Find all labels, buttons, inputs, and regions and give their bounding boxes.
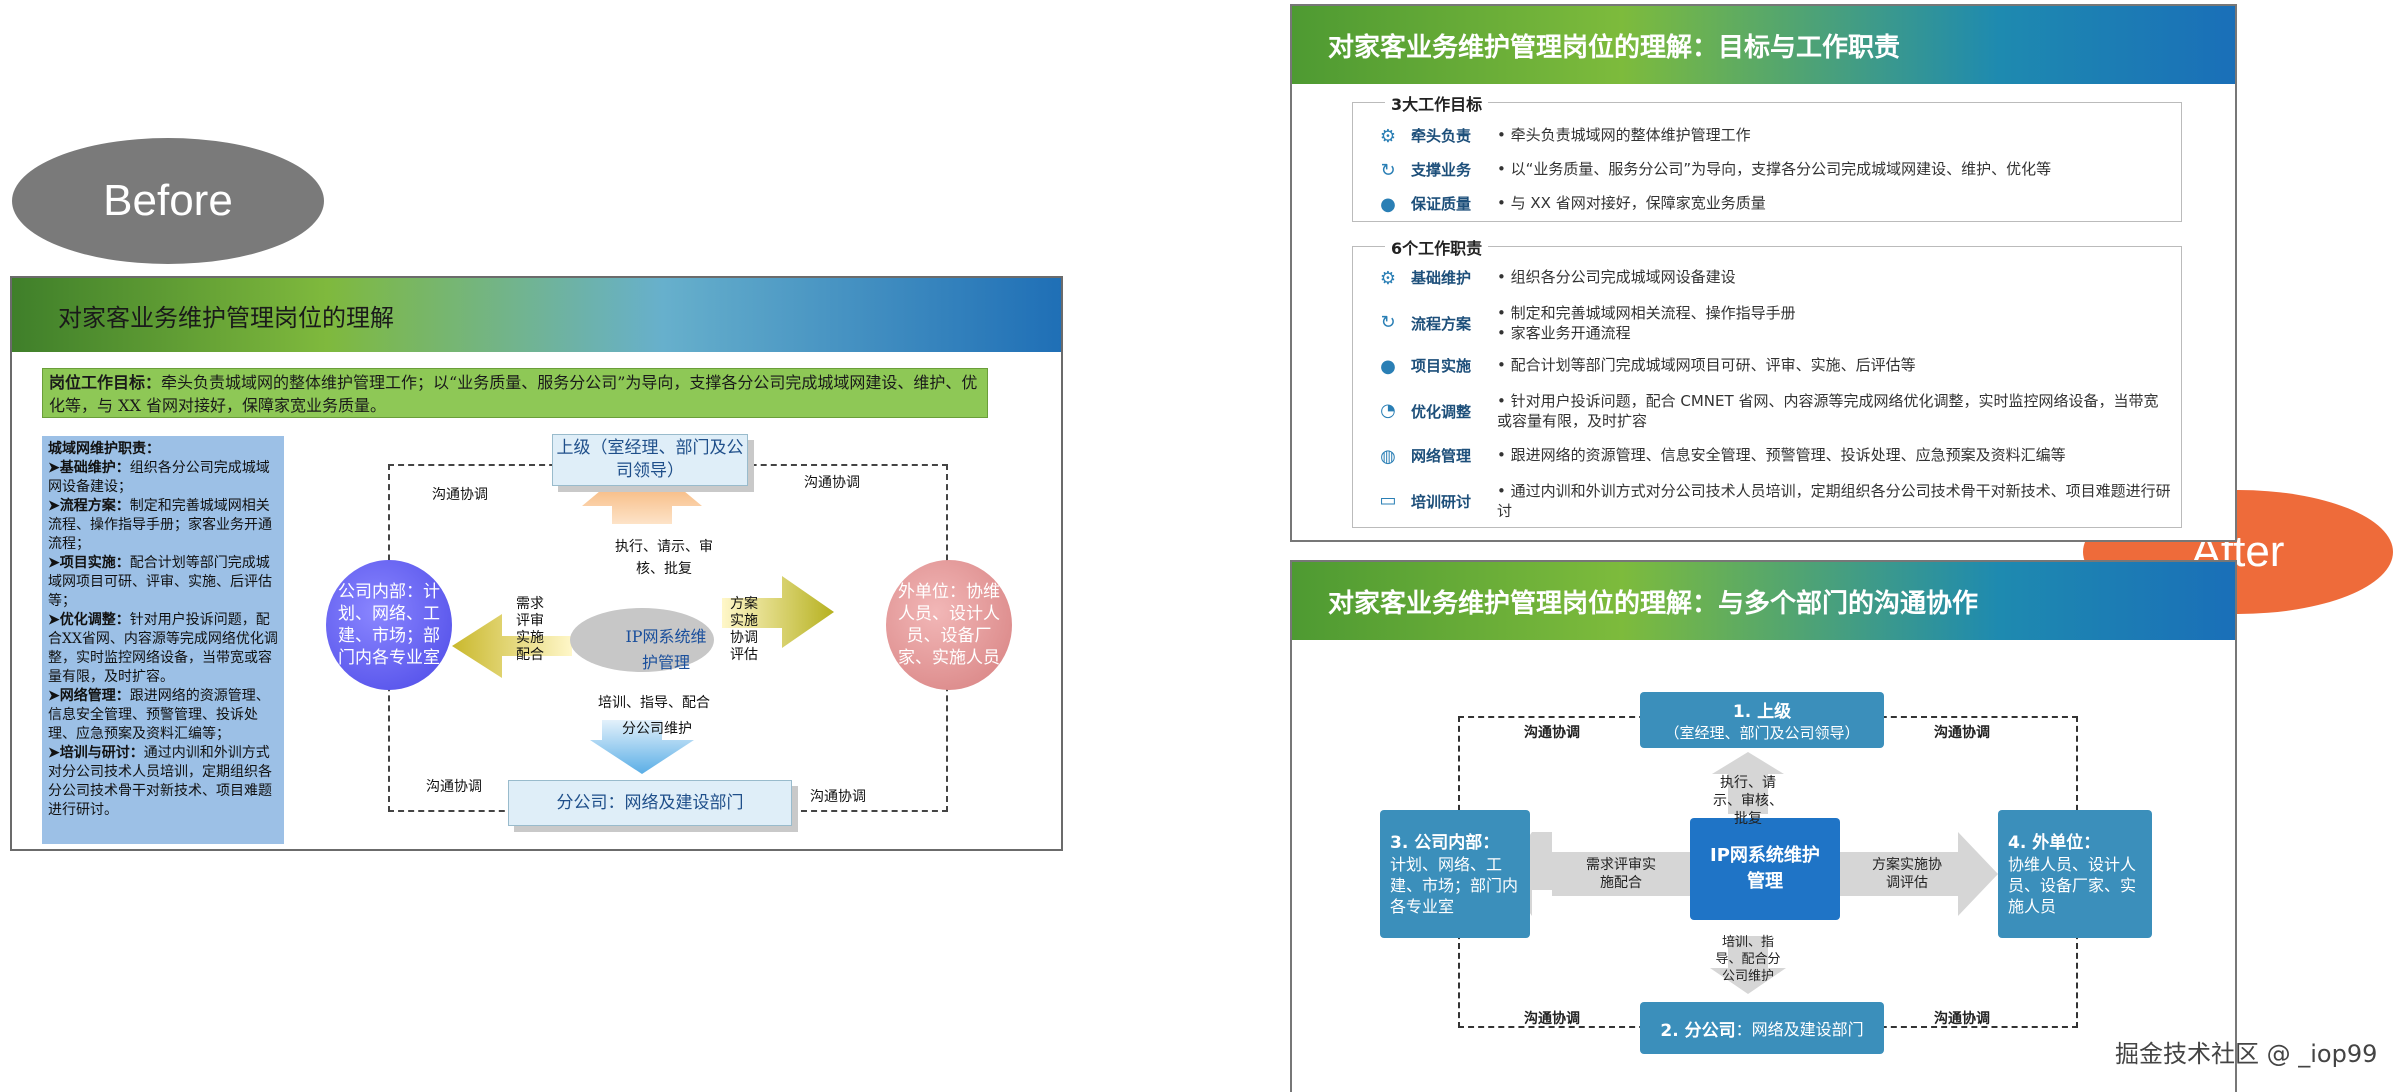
after-coord-br: 沟通协调 <box>1934 1011 1990 1027</box>
before-coord-bl: 沟通协调 <box>426 779 482 795</box>
goals-title: 3大工作目标 <box>1385 91 1489 115</box>
before-duty-item: ➤项目实施：配合计划等部门完成城域网项目可研、评审、实施、后评估等； <box>48 555 272 609</box>
after-top-slide: 对家客业务维护管理岗位的理解：目标与工作职责 3大工作目标 ⚙牵头负责 牵头负责… <box>1290 4 2237 542</box>
after-coord-bl: 沟通协调 <box>1524 1011 1580 1027</box>
before-bottom-box: 分公司：网络及建设部门 <box>508 780 792 826</box>
goal-row: ↻支撑业务 以“业务质量、服务分公司”为导向，支撑各分公司完成城域网建设、维护、… <box>1353 159 2173 181</box>
globe-icon: ◍ <box>1380 445 1396 467</box>
duty-row: ↻流程方案 制定和完善城域网相关流程、操作指导手册家客业务开通流程 <box>1353 303 2173 343</box>
after-bottom-slide: 对家客业务维护管理岗位的理解：与多个部门的沟通协作 1. 上级 （室经理、部门及… <box>1290 560 2237 1092</box>
duty-row: ◍网络管理 跟进网络的资源管理、信息安全管理、预警管理、投诉处理、应急预案及资料… <box>1353 445 2173 467</box>
after-up-arrow <box>1712 752 1784 814</box>
after-coord-tr: 沟通协调 <box>1934 725 1990 741</box>
after-right-label: 方案实施协调评估 <box>1872 857 1942 891</box>
after-bottom-title: 对家客业务维护管理岗位的理解：与多个部门的沟通协作 <box>1292 562 2235 640</box>
after-right-box-title: 4. 外单位： <box>2008 832 2101 853</box>
after-left-box: 3. 公司内部： 计划、网络、工建、市场；部门内各专业室 <box>1380 810 1530 938</box>
before-up-label: 执行、请示、审核、批复 <box>615 539 713 577</box>
before-down-arrow <box>590 720 694 774</box>
after-right-box-text: 协维人员、设计人员、设备厂家、实施人员 <box>2008 854 2137 916</box>
before-duty-item: ➤网络管理：跟进网络的资源管理、信息安全管理、预警管理、投诉处理、应急预案及资料… <box>48 688 270 742</box>
gear-icon: ⚙ <box>1379 125 1397 147</box>
before-top-box: 上级（室经理、部门及公司领导） <box>552 434 748 486</box>
goals-section: 3大工作目标 ⚙牵头负责 牵头负责城域网的整体维护管理工作 ↻支撑业务 以“业务… <box>1352 91 2182 222</box>
before-right-label: 方案实施协调评估 <box>730 596 758 663</box>
after-bottom-box: 2. 分公司：网络及建设部门 <box>1640 1002 1884 1054</box>
before-left-label: 需求评审实施配合 <box>516 596 544 663</box>
person-icon: ● <box>1380 193 1396 215</box>
before-slide-title: 对家客业务维护管理岗位的理解 <box>12 278 1061 352</box>
after-top-box-sub: （室经理、部门及公司领导） <box>1664 724 1860 742</box>
before-goal-box: 岗位工作目标：牵头负责城域网的整体维护管理工作；以“业务质量、服务分公司”为导向… <box>42 368 988 418</box>
before-goal-text: 牵头负责城域网的整体维护管理工作；以“业务质量、服务分公司”为导向，支撑各分公司… <box>49 373 978 415</box>
after-center-box: IP网系统维护管理 <box>1690 818 1840 920</box>
after-left-arrow-body <box>1552 852 1690 896</box>
before-right-arrow <box>722 576 834 648</box>
after-left-box-text: 计划、网络、工建、市场；部门内各专业室 <box>1390 854 1519 916</box>
goal-row: ⚙牵头负责 牵头负责城域网的整体维护管理工作 <box>1353 125 2173 147</box>
watermark: 掘金技术社区 @ _iop99 <box>2115 1040 2378 1068</box>
after-up-label: 执行、请示、审核、批复 <box>1713 775 1783 827</box>
before-right-circle: 外单位：协维人员、设计人员、设备厂家、实施人员 <box>886 560 1012 690</box>
before-left-arrow <box>452 614 572 678</box>
before-coord-br: 沟通协调 <box>810 789 866 805</box>
duty-row: ◔优化调整 针对用户投诉问题，配合 CMNET 省网、内容源等完成网络优化调整，… <box>1353 391 2173 431</box>
after-left-label: 需求评审实施配合 <box>1586 857 1656 891</box>
after-bottom-box-bold: 2. 分公司 <box>1660 1020 1736 1041</box>
monitor-icon: ▭ <box>1379 489 1397 511</box>
after-top-title: 对家客业务维护管理岗位的理解：目标与工作职责 <box>1292 6 2235 84</box>
before-down-label: 培训、指导、配合 <box>598 695 710 711</box>
after-top-box-title: 1. 上级 <box>1732 702 1792 722</box>
before-coord-tr: 沟通协调 <box>804 475 860 491</box>
before-duty-item: ➤优化调整：针对用户投诉问题，配合XX省网、内容源等完成网络优化调整，实时监控网… <box>48 612 278 685</box>
person-icon: ● <box>1380 355 1396 377</box>
goal-row: ●保证质量 与 XX 省网对接好，保障家宽业务质量 <box>1353 193 2173 215</box>
refresh-icon: ↻ <box>1380 159 1396 181</box>
before-arrows <box>452 456 834 774</box>
duty-row: ▭培训研讨 通过内训和外训方式对分公司技术人员培训，定期组织各分公司技术骨干对新… <box>1353 481 2173 521</box>
after-bottom-box-rest: ：网络及建设部门 <box>1735 1020 1864 1039</box>
after-arrows <box>1502 752 1998 994</box>
duties-title: 6个工作职责 <box>1385 235 1489 259</box>
duties-section: 6个工作职责 ⚙基础维护 组织各分公司完成城域网设备建设 ↻流程方案 制定和完善… <box>1352 235 2182 528</box>
before-goal-label: 岗位工作目标： <box>49 373 162 392</box>
before-coord-tl: 沟通协调 <box>432 487 488 503</box>
before-down-label2: 分公司维护 <box>622 721 692 737</box>
duty-row: ⚙基础维护 组织各分公司完成城域网设备建设 <box>1353 267 2173 289</box>
after-down-arrow <box>1710 936 1786 994</box>
before-duty-item: ➤基础维护：组织各分公司完成城域网设备建设； <box>48 460 270 495</box>
duty-row: ●项目实施 配合计划等部门完成城域网项目可研、评审、实施、后评估等 <box>1353 355 2173 377</box>
before-duty-item: ➤流程方案：制定和完善城域网相关流程、操作指导手册；家客业务开通流程； <box>48 498 272 552</box>
after-coord-tl: 沟通协调 <box>1524 725 1580 741</box>
after-left-box-title: 3. 公司内部： <box>1390 832 1500 853</box>
before-up-arrow <box>582 456 702 524</box>
after-down-label: 培训、指导、配合分公司维护 <box>1715 935 1781 984</box>
after-top-box: 1. 上级 （室经理、部门及公司领导） <box>1640 692 1884 748</box>
after-right-box: 4. 外单位： 协维人员、设计人员、设备厂家、实施人员 <box>1998 810 2152 938</box>
gear-icon: ⚙ <box>1379 267 1397 289</box>
before-duty-item: ➤培训与研讨：通过内训和外训方式对分公司技术人员培训，定期组织各分公司技术骨干对… <box>48 745 272 818</box>
after-right-arrow <box>1840 832 1998 916</box>
before-label: Before <box>12 138 324 264</box>
refresh-icon: ↻ <box>1380 311 1396 333</box>
before-duties-title: 城域网维护职责： <box>48 441 160 457</box>
before-left-circle: 公司内部：计划、网络、工建、市场；部门内各专业室 <box>326 560 452 690</box>
before-center-ellipse <box>570 608 714 672</box>
before-center-label: IP网系统维护管理 <box>625 627 707 672</box>
tune-icon: ◔ <box>1380 399 1396 421</box>
before-slide: 对家客业务维护管理岗位的理解 岗位工作目标：牵头负责城域网的整体维护管理工作；以… <box>10 276 1063 851</box>
before-duty-box: 城域网维护职责： ➤基础维护：组织各分公司完成城域网设备建设； ➤流程方案：制定… <box>42 436 284 844</box>
